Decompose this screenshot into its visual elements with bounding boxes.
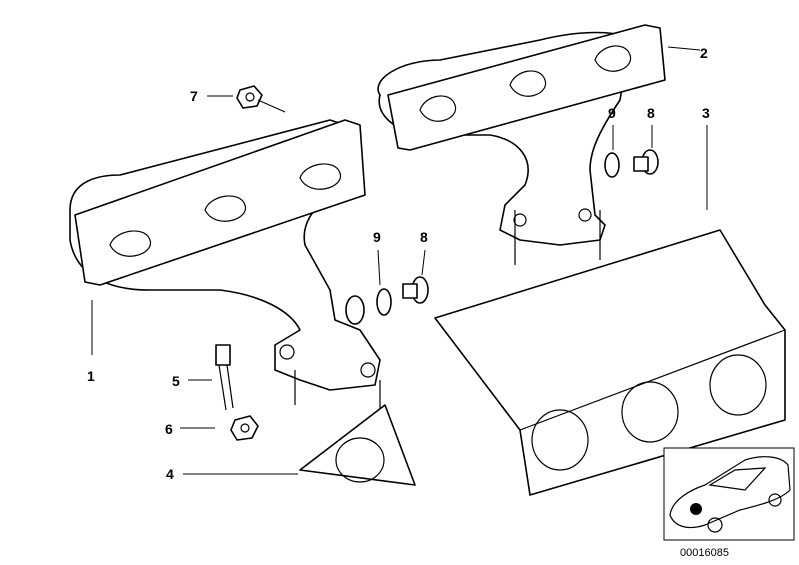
bolt[interactable] (215, 344, 234, 411)
label-4: 4 (166, 466, 174, 482)
label-6: 6 (165, 421, 173, 437)
washer-center[interactable] (376, 288, 392, 316)
label-8-center: 8 (420, 229, 428, 245)
plug-right[interactable] (633, 149, 659, 175)
exhaust-manifold-front[interactable] (69, 119, 381, 420)
label-3: 3 (702, 105, 710, 121)
heat-shield[interactable] (434, 229, 786, 496)
image-code: 00016085 (680, 547, 729, 559)
label-1: 1 (87, 368, 95, 384)
plug-center[interactable] (402, 276, 429, 304)
gasket[interactable] (299, 404, 416, 486)
label-9-right: 9 (608, 105, 616, 121)
nut-upper[interactable] (236, 85, 263, 109)
washer-right[interactable] (604, 152, 620, 178)
label-7: 7 (190, 88, 198, 104)
nut-lower[interactable] (230, 415, 259, 441)
label-5: 5 (172, 373, 180, 389)
vehicle-location-inset (663, 447, 795, 541)
label-9-center: 9 (373, 229, 381, 245)
exhaust-manifold-rear[interactable] (377, 24, 666, 265)
label-8-right: 8 (647, 105, 655, 121)
label-2: 2 (700, 45, 708, 61)
